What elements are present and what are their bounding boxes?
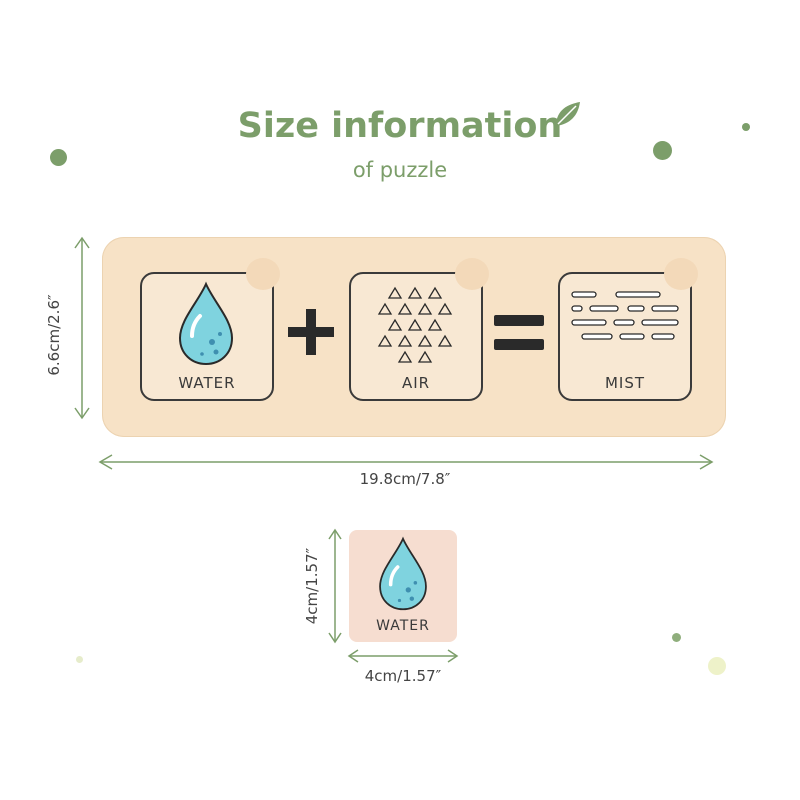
card-notch [664, 258, 698, 290]
page-title: Size information [0, 106, 800, 146]
decor-dot [50, 149, 67, 166]
piece-height-label: 4cm/1.57″ [303, 547, 321, 625]
decor-dot [76, 656, 83, 663]
card-label-water: WATER [178, 374, 236, 392]
puzzle-card-water: WATER [140, 258, 280, 401]
decor-dot [708, 657, 726, 675]
piece-label: WATER [376, 618, 430, 634]
card-label-mist: MIST [604, 374, 646, 392]
triangles-icon [377, 286, 453, 363]
card-notch [246, 258, 280, 290]
piece-width-label: 4cm/1.57″ [364, 667, 442, 685]
title-text: Size information [237, 106, 563, 146]
leaf-icon [556, 102, 580, 126]
equals-icon [494, 315, 544, 350]
single-piece: WATER [349, 530, 457, 642]
plus-icon [288, 309, 334, 355]
page-subtitle: of puzzle [352, 158, 448, 182]
decor-dot [742, 123, 750, 131]
puzzle-card-air: AIR [349, 258, 489, 401]
puzzle-card-mist: MIST [558, 258, 698, 401]
decor-dot [653, 141, 672, 160]
board-width-label: 19.8cm/7.8″ [359, 470, 451, 488]
decor-dot [672, 633, 681, 642]
water-drop-icon [379, 536, 427, 611]
card-notch [455, 258, 489, 290]
dashes-icon [571, 291, 679, 340]
card-label-air: AIR [401, 374, 431, 392]
water-drop-icon [178, 281, 234, 366]
